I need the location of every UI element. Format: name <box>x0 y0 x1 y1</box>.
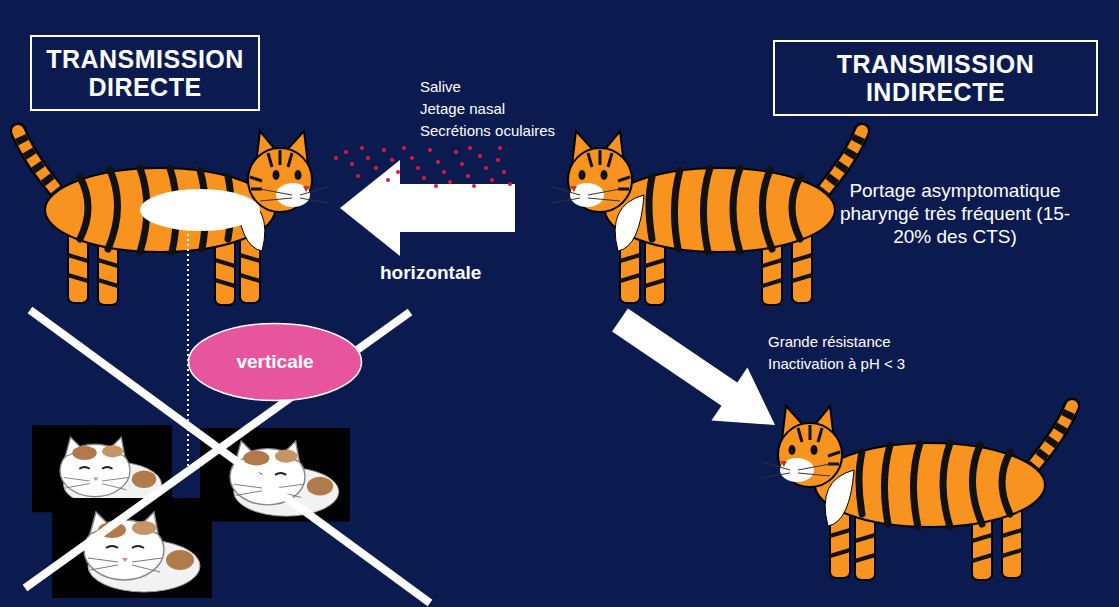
ellipse-shape <box>189 324 362 401</box>
left-cat <box>18 131 328 305</box>
title-box: TRANSMISSION DIRECTE <box>30 35 260 111</box>
secretion-label: Secrétions oculaires <box>420 122 555 140</box>
top-right-cat <box>552 131 862 305</box>
note-text: Inactivation à pH < 3 <box>768 355 905 373</box>
note-text: Grande résistance <box>768 333 891 351</box>
vertical-dotted-line <box>187 234 189 470</box>
arrow-label: horizontale <box>380 262 481 285</box>
cross-out <box>25 310 430 603</box>
box-title: TRANSMISSION DIRECTE <box>46 45 244 101</box>
secretion-label: Salive <box>420 78 461 96</box>
title-box: TRANSMISSION INDIRECTE <box>773 40 1098 116</box>
secretion-label: Jetage nasal <box>420 100 505 118</box>
horizontal-arrow <box>340 160 515 256</box>
diagonal-arrow <box>612 308 775 425</box>
pink-ellipse: verticale <box>187 322 363 402</box>
ellipse-label: verticale <box>236 352 313 373</box>
note-text: Portage asymptomatique pharyngé très fré… <box>835 180 1075 248</box>
bottom-right-cat <box>762 406 1072 580</box>
secretion-droplets <box>334 146 512 188</box>
box-title: TRANSMISSION INDIRECTE <box>837 50 1035 106</box>
